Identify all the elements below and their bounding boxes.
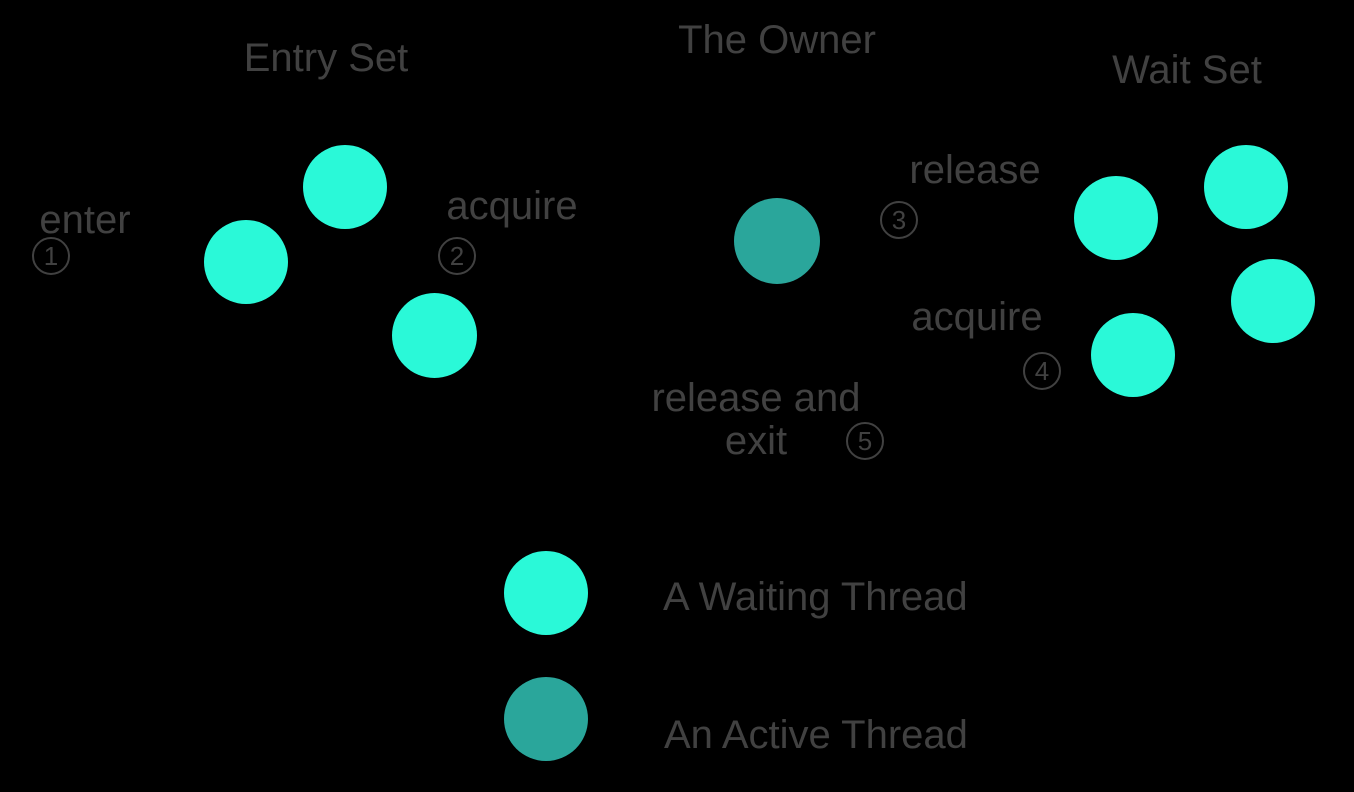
entry-set-thread-3 (391, 292, 477, 378)
wait-set-thread-2 (1204, 145, 1288, 229)
legend-active-marker (504, 677, 588, 761)
wait-set-thread-1 (1074, 176, 1158, 260)
enter-label: enter (39, 198, 131, 242)
entry-set-title: Entry Set (243, 36, 409, 80)
wait-set-title: Wait Set (1112, 48, 1262, 92)
acquire-entry-label: acquire (446, 184, 578, 228)
release-exit-label: release and exit (651, 377, 860, 463)
owner-title: The Owner (678, 18, 876, 62)
step-1-number-badge: 1 (32, 237, 70, 275)
owner-thread (734, 198, 820, 284)
entry-set-thread-2 (204, 220, 288, 304)
release-exit-line2: exit (724, 419, 788, 463)
wait-set-thread-4 (1091, 313, 1175, 397)
release-label: release (909, 148, 1041, 192)
entry-set-thread-1 (303, 145, 387, 229)
wait-set-thread-3 (1231, 259, 1315, 343)
step-4-number-badge: 4 (1023, 352, 1061, 390)
step-5-number-badge: 5 (846, 422, 884, 460)
step-3-number-badge: 3 (880, 201, 918, 239)
legend-active-label: An Active Thread (664, 713, 968, 757)
acquire-wait-label: acquire (911, 295, 1043, 339)
release-exit-line1: release and (651, 376, 861, 420)
step-2-number-badge: 2 (438, 237, 476, 275)
legend-waiting-marker (504, 551, 588, 635)
legend-waiting-label: A Waiting Thread (663, 575, 968, 619)
